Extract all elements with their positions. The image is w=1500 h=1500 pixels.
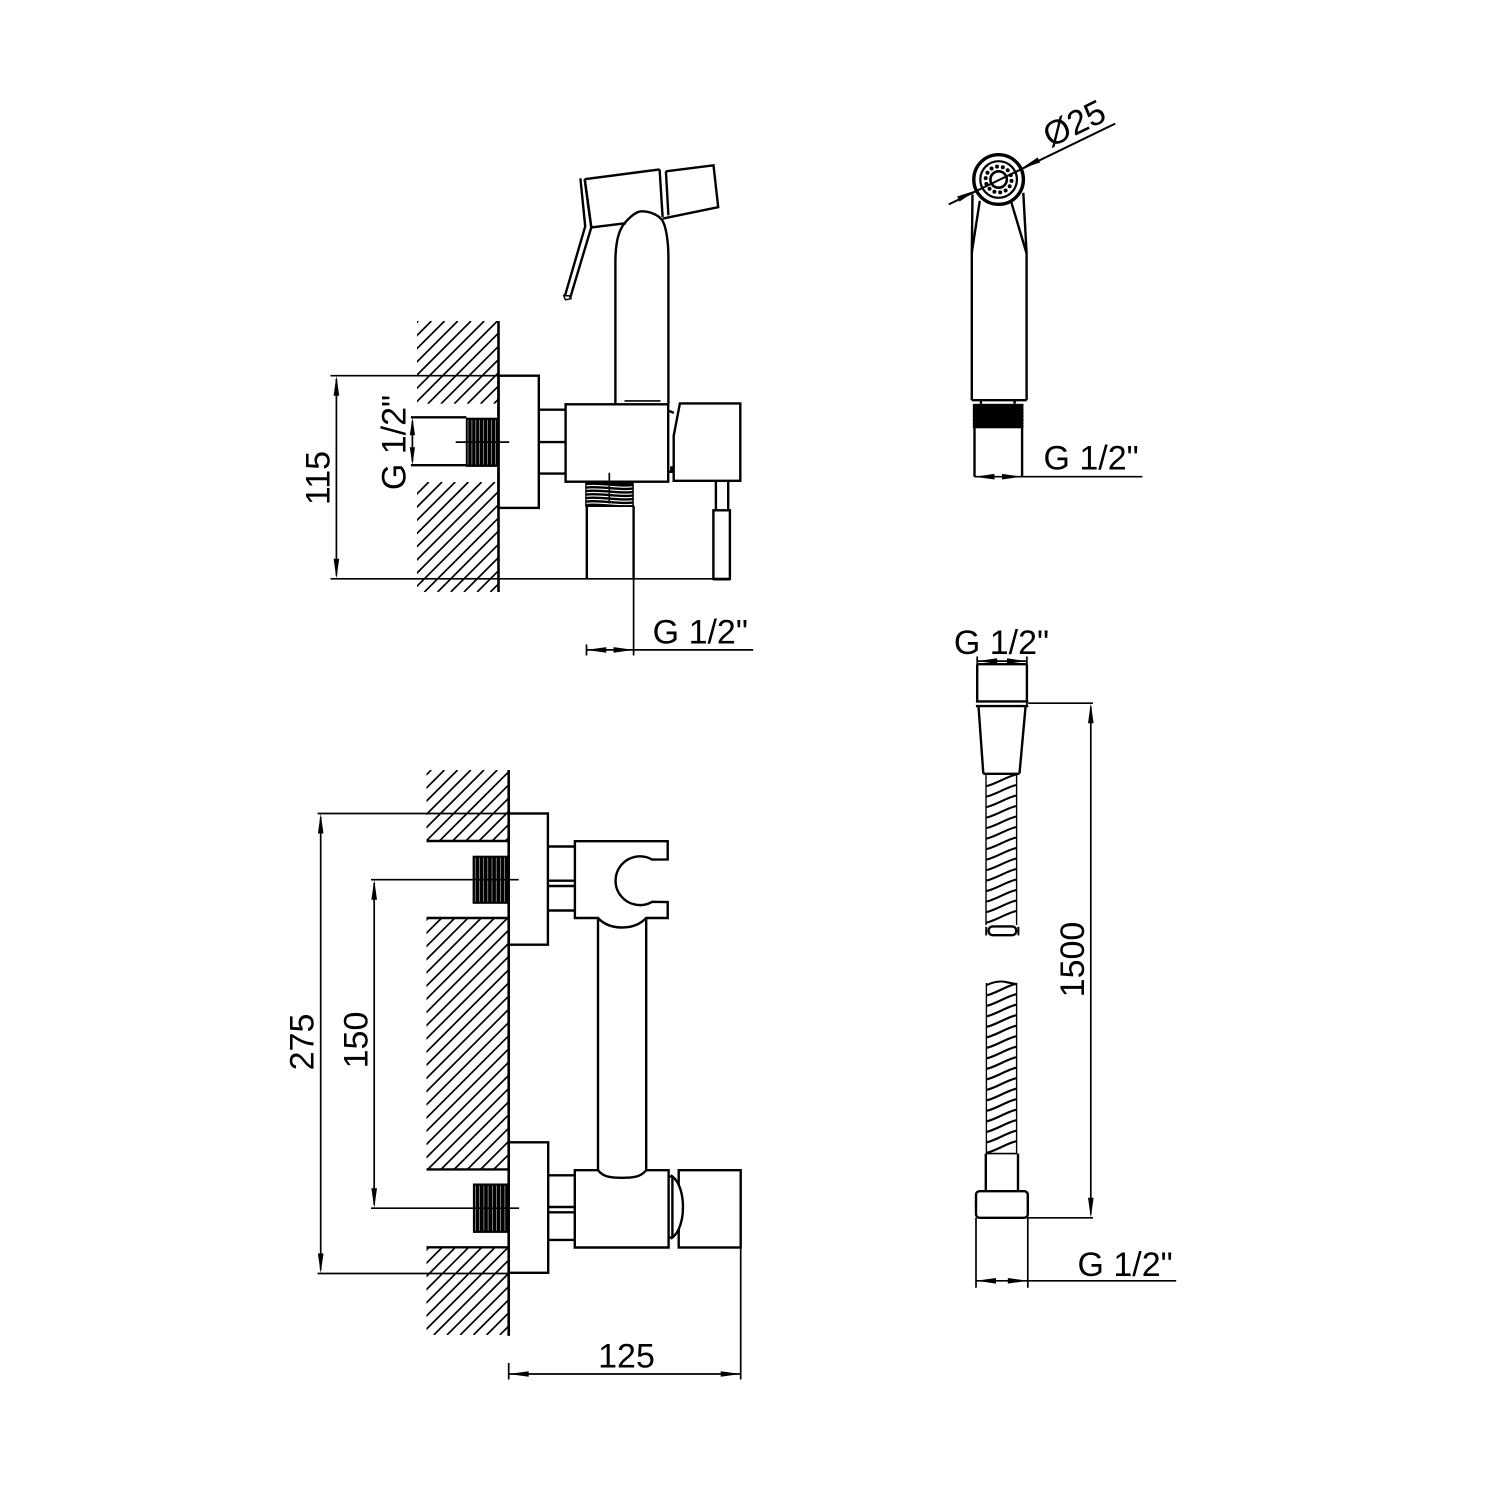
svg-text:G 1/2": G 1/2" xyxy=(954,624,1049,662)
svg-text:G 1/2": G 1/2" xyxy=(376,395,414,490)
svg-text:125: 125 xyxy=(598,1338,655,1376)
svg-text:G 1/2": G 1/2" xyxy=(653,614,748,652)
svg-text:1500: 1500 xyxy=(1054,922,1092,998)
svg-text:G 1/2": G 1/2" xyxy=(1077,1246,1172,1284)
svg-text:150: 150 xyxy=(338,1012,376,1069)
svg-text:115: 115 xyxy=(300,451,338,505)
svg-text:G 1/2": G 1/2" xyxy=(1043,440,1138,478)
svg-text:275: 275 xyxy=(284,1014,322,1071)
